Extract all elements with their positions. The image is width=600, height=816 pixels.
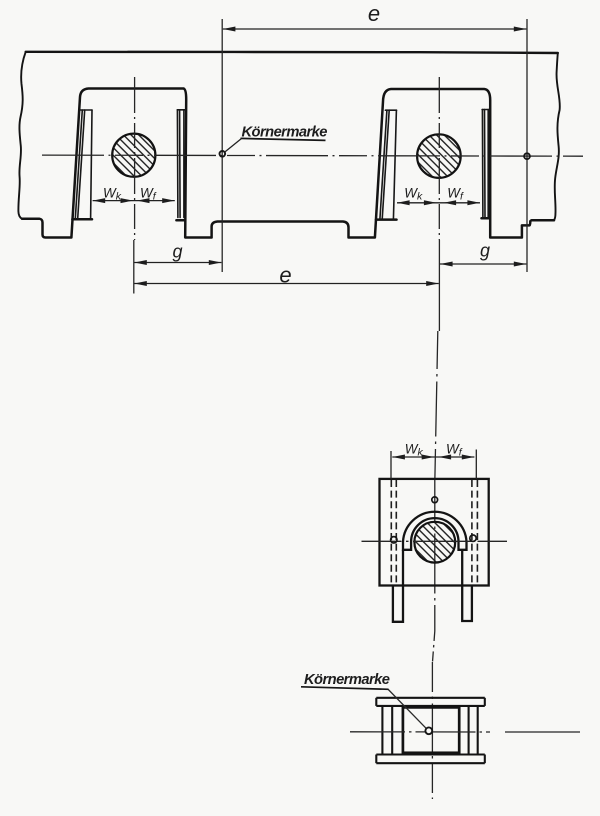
svg-text:e: e	[368, 1, 380, 26]
svg-text:Wf: Wf	[446, 442, 463, 459]
svg-text:g: g	[172, 242, 182, 262]
svg-text:Körnermarke: Körnermarke	[304, 672, 390, 688]
svg-text:Körnermarke: Körnermarke	[242, 125, 328, 141]
svg-text:Wk: Wk	[405, 442, 424, 459]
svg-text:Wk: Wk	[404, 186, 423, 203]
svg-text:Wf: Wf	[447, 186, 464, 203]
svg-text:Wk: Wk	[103, 186, 122, 203]
svg-text:g: g	[480, 241, 490, 261]
svg-text:Wf: Wf	[140, 186, 157, 203]
svg-text:e: e	[279, 263, 291, 288]
